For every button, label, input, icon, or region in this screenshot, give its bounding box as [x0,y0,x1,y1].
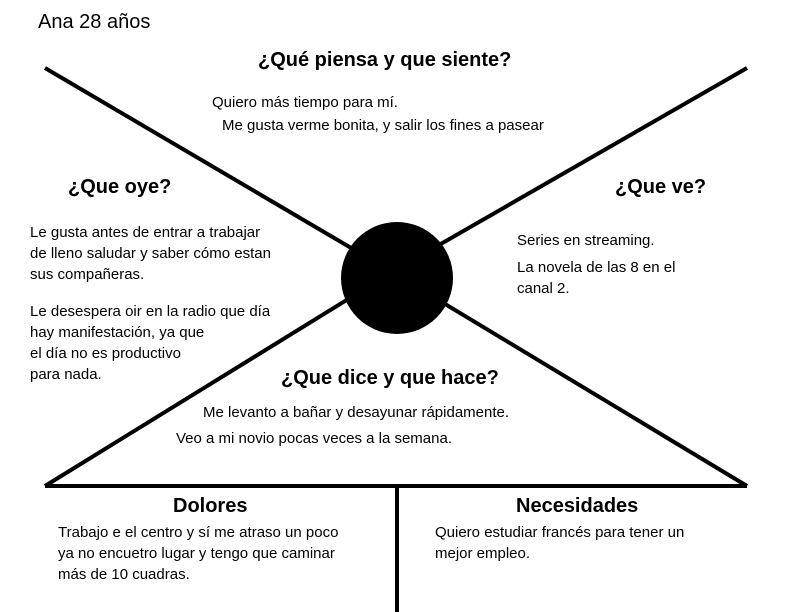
text-line: La novela de las 8 en el [517,259,676,276]
dice-line-2: Veo a mi novio pocas veces a la semana. [176,430,452,447]
dolores-paragraph: Trabajo e el centro y sí me atraso un po… [58,522,338,585]
center-circle [341,222,453,334]
text-line: hay manifestación, ya que [30,324,205,341]
section-title-oye: ¿Que oye? [68,176,172,198]
dice-line-1: Me levanto a bañar y desayunar rápidamen… [203,404,510,421]
piensa-line-2: Me gusta verme bonita, y salir los fines… [222,117,544,134]
text-line: el día no es productivo [30,345,181,362]
section-title-necesidades: Necesidades [516,495,639,517]
oye-paragraph-1: Le gusta antes de entrar a trabajar de l… [30,222,271,285]
text-line: ya no encuetro lugar y tengo que caminar [58,545,335,562]
ve-paragraph-2: La novela de las 8 en el canal 2. [517,257,675,299]
text-line: mejor empleo. [435,545,531,562]
text-line: Le desespera oir en la radio que día [30,303,271,320]
text-line: Le gusta antes de entrar a trabajar [30,224,261,241]
section-title-piensa: ¿Qué piensa y que siente? [258,49,512,71]
piensa-line-1: Quiero más tiempo para mí. [212,94,398,111]
section-title-dolores: Dolores [173,495,248,517]
diagonal-lower-left [43,270,394,488]
diagonal-upper-left [43,66,394,274]
section-title-ve: ¿Que ve? [615,176,707,198]
text-line: Quiero estudiar francés para tener un [435,524,685,541]
oye-paragraph-2: Le desespera oir en la radio que día hay… [30,301,270,385]
necesidades-paragraph: Quiero estudiar francés para tener un me… [435,522,684,564]
text-line: canal 2. [517,280,570,297]
text-line: Trabajo e el centro y sí me atraso un po… [58,524,339,541]
persona-label: Ana 28 años [38,11,151,33]
text-line: más de 10 cuadras. [58,566,190,583]
text-line: de lleno saludar y saber cómo estan [30,245,271,262]
diagonal-lower-right [390,270,749,488]
text-line: Series en streaming. [517,232,655,249]
section-title-dice: ¿Que dice y que hace? [281,367,499,389]
ve-paragraph-1: Series en streaming. [517,230,655,251]
text-line: sus compañeras. [30,266,145,283]
text-line: para nada. [30,366,102,383]
diagonal-upper-right [391,66,748,274]
